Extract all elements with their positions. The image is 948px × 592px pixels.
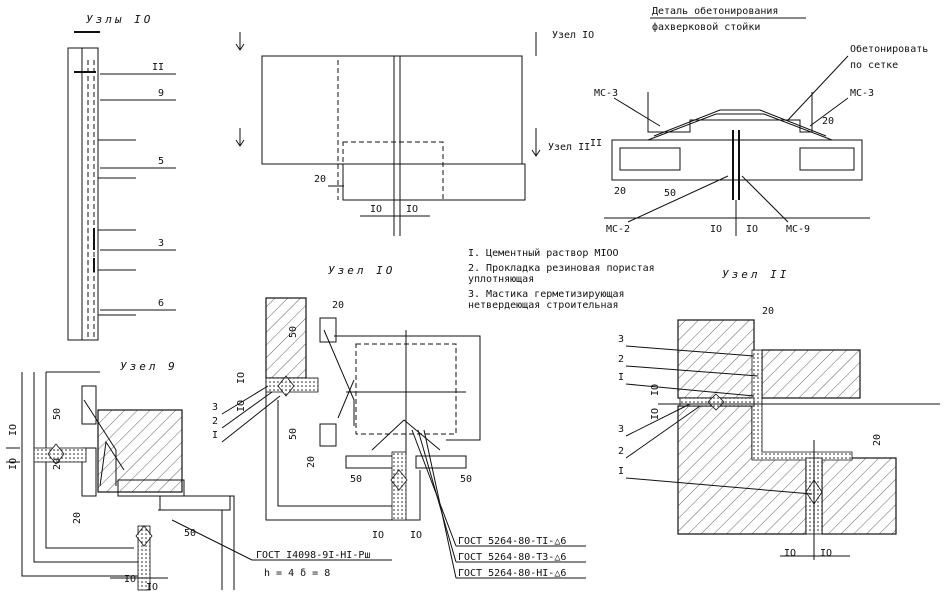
- n10-dim-50a: 50: [288, 326, 299, 338]
- note-3b: нетвердеющая строительная: [468, 300, 619, 311]
- detail-mc3-left: МС-3: [594, 88, 618, 99]
- n11-dim-20a: 20: [762, 306, 774, 317]
- n10-gost-3: ГОСТ 5264-80-HI-△6: [458, 568, 566, 579]
- elev-mark-11: II: [152, 62, 164, 73]
- detail-dim-10a: IO: [710, 224, 722, 235]
- elev-mark-6: 6: [158, 298, 164, 309]
- n9-dim-10c: IO: [124, 574, 136, 585]
- detail-dim-50: 50: [664, 188, 676, 199]
- detail-title-1: Деталь обетонирования: [652, 5, 778, 17]
- n9-dim-10b: IO: [8, 458, 19, 470]
- note-1: I. Цементный раствор MIOO: [468, 247, 619, 259]
- n9-gost-params: h = 4 δ = 8: [264, 568, 330, 579]
- detail-ref-11: II: [590, 138, 602, 149]
- detail-title-2: фахверковой стойки: [652, 21, 760, 33]
- elev-mark-5: 5: [158, 156, 164, 167]
- note-2: 2. Прокладка резиновая пористая: [468, 263, 655, 274]
- node-11-view: Узел II 20 3 2 I IO IO 3 2 I 20 IO IO: [618, 268, 940, 560]
- detail-dim-20b: 20: [614, 186, 626, 197]
- elev-mark-3: 3: [158, 238, 164, 249]
- section-view: Узел IO Узел II 20 IO IO: [235, 30, 594, 236]
- n11-callout-3b: 3: [618, 424, 624, 435]
- n10-gost-1: ГОСТ 5264-80-TI-△6: [458, 536, 566, 547]
- n10-callout-3: 3: [212, 402, 218, 413]
- n10-dim-50d: 50: [460, 474, 472, 485]
- n10-dim-10c: IO: [372, 530, 384, 541]
- n10-gost-2: ГОСТ 5264-80-TЗ-△6: [458, 552, 566, 563]
- note-3: 3. Мастика герметизирующая: [468, 289, 625, 300]
- n10-dim-50b: 50: [288, 428, 299, 440]
- detail-dim-20a: 20: [822, 116, 834, 127]
- title-uzel-11: Узел II: [722, 268, 789, 281]
- n9-gost: ГОСТ I4098-9I-HI-Pш: [256, 550, 370, 561]
- sec-dim-10a: IO: [370, 204, 382, 215]
- title-uzel-9: Узел 9: [120, 360, 178, 373]
- elev-mark-9: 9: [158, 88, 164, 99]
- n11-callout-1a: I: [618, 372, 624, 383]
- n10-dim-20b: 20: [306, 456, 317, 468]
- n10-dim-50c: 50: [350, 474, 362, 485]
- n11-callout-1b: I: [618, 466, 624, 477]
- n9-dim-20b: 20: [72, 512, 83, 524]
- n11-callout-3a: 3: [618, 334, 624, 345]
- n10-dim-10a: IO: [236, 372, 247, 384]
- n9-dim-10d: IO: [146, 582, 158, 592]
- notes-list: I. Цементный раствор MIOO 2. Прокладка р…: [468, 247, 655, 311]
- n9-dim-10a: IO: [8, 424, 19, 436]
- node-9-view: Узел 9 IO IO 50 20 20 50 IO IO ГОСТ I409…: [6, 360, 392, 592]
- title-uzly-10: Узлы IO: [86, 13, 153, 26]
- n11-dim-10c: IO: [784, 548, 796, 559]
- node-10-view: Узел IO 20 50 IO IO 50 3 2 I 20 50 50 IO…: [212, 264, 586, 579]
- n11-callout-2b: 2: [618, 446, 624, 457]
- n10-dim-20a: 20: [332, 300, 344, 311]
- n9-dim-50a: 50: [52, 408, 63, 420]
- n11-callout-2a: 2: [618, 354, 624, 365]
- ref-uzel-11: Узел II: [548, 142, 590, 153]
- detail-mc3-right: МС-3: [850, 88, 874, 99]
- n11-dim-10a: IO: [650, 384, 661, 396]
- n11-dim-10b: IO: [650, 408, 661, 420]
- n9-dim-50b: 50: [184, 528, 196, 539]
- detail-mc9: МС-9: [786, 224, 810, 235]
- detail-mc2: МС-2: [606, 224, 630, 235]
- ref-uzel-10: Узел IO: [552, 30, 594, 41]
- sec-dim-20: 20: [314, 174, 326, 185]
- detail-view: Деталь обетонирования фахверковой стойки…: [590, 5, 928, 236]
- detail-obeton: Обетонировать: [850, 43, 928, 55]
- detail-po-setke: по сетке: [850, 60, 898, 71]
- n10-callout-1: I: [212, 430, 218, 441]
- n10-dim-10d: IO: [410, 530, 422, 541]
- title-uzel-10: Узел IO: [328, 264, 395, 277]
- detail-dim-10b: IO: [746, 224, 758, 235]
- elevation-view: Узлы IO II 9 5 3 6: [67, 13, 176, 341]
- note-2b: уплотняющая: [468, 274, 534, 285]
- n10-dim-10b: IO: [236, 400, 247, 412]
- n11-dim-20b: 20: [872, 434, 883, 446]
- n10-callout-2: 2: [212, 416, 218, 427]
- n9-dim-20a: 20: [52, 458, 63, 470]
- n11-dim-10d: IO: [820, 548, 832, 559]
- sec-dim-10b: IO: [406, 204, 418, 215]
